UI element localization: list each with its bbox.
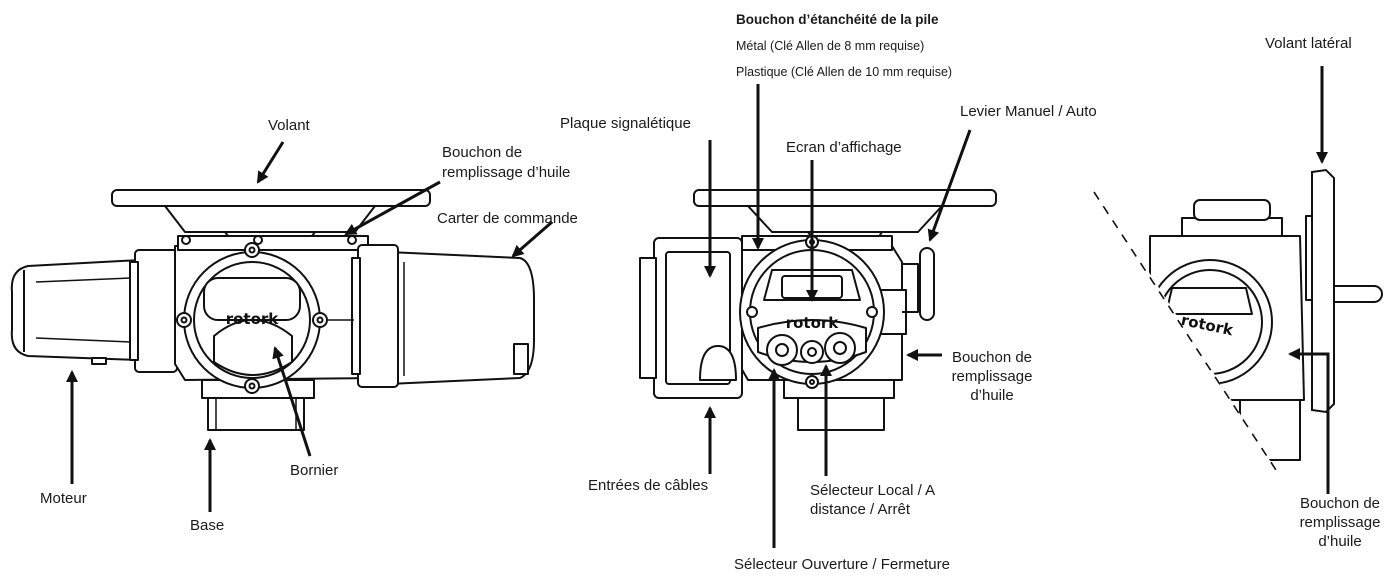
label-base: Base bbox=[190, 517, 225, 534]
selector-knobs bbox=[766, 332, 856, 366]
side-handwheel bbox=[1311, 168, 1335, 414]
motor bbox=[10, 259, 141, 365]
label-oil-fill-3-line2: remplissage bbox=[1299, 514, 1381, 531]
label-oil-fill-3-line1: Bouchon de bbox=[1299, 495, 1381, 512]
label-oil-fill-1-line1: Bouchon de bbox=[442, 144, 523, 161]
handwheel-front bbox=[693, 189, 997, 245]
brand-logo-side: rotork bbox=[226, 310, 280, 328]
brand-logo-front: rotork bbox=[786, 314, 840, 332]
actuator-front-view bbox=[639, 189, 997, 431]
label-oil-fill-2-line1: Bouchon de bbox=[951, 349, 1033, 366]
actuator-side-handwheel-view bbox=[1147, 199, 1383, 461]
view3-callout-arrows bbox=[1288, 66, 1330, 494]
manual-auto-lever bbox=[902, 247, 935, 321]
label-battery-plastic: Plastique (Clé Allen de 10 mm requise) bbox=[736, 65, 953, 79]
motor-flange-ring bbox=[129, 261, 139, 361]
housing-top-band bbox=[177, 235, 369, 251]
cable-entry-block bbox=[639, 237, 743, 399]
label-carter: Carter de commande bbox=[437, 210, 578, 227]
label-selector-local-line2: distance / Arrêt bbox=[810, 501, 911, 518]
label-moteur: Moteur bbox=[40, 490, 87, 507]
arrow-volant bbox=[256, 141, 285, 184]
label-selector-open: Sélecteur Ouverture / Fermeture bbox=[734, 556, 950, 573]
front-base bbox=[783, 379, 895, 431]
label-levier: Levier Manuel / Auto bbox=[960, 103, 1097, 120]
arrow-bornier bbox=[272, 346, 312, 457]
view1-callout-arrows bbox=[66, 141, 553, 512]
label-battery-title: Bouchon d’étanchéité de la pile bbox=[736, 12, 939, 27]
arrow-oil-fill-1 bbox=[344, 180, 441, 236]
view2-callout-arrows bbox=[704, 84, 972, 548]
label-bornier: Bornier bbox=[290, 462, 339, 479]
label-volant-lateral: Volant latéral bbox=[1265, 35, 1352, 52]
label-oil-fill-2-line3: d’huile bbox=[970, 387, 1014, 404]
arrow-levier bbox=[927, 129, 972, 242]
cutaway-line bbox=[1093, 191, 1277, 471]
label-oil-fill-1-line2: remplissage d’huile bbox=[442, 164, 571, 181]
control-cover bbox=[351, 244, 535, 388]
label-battery-metal: Métal (Clé Allen de 8 mm requise) bbox=[736, 39, 925, 53]
label-plaque: Plaque signalétique bbox=[560, 115, 691, 132]
arrow-carter bbox=[511, 220, 553, 258]
arrow-oil-fill-3 bbox=[1288, 348, 1330, 494]
label-volant: Volant bbox=[268, 117, 310, 134]
label-oil-fill-3-line3: d’huile bbox=[1318, 533, 1362, 550]
label-selector-local-line1: Sélecteur Local / A bbox=[810, 482, 936, 499]
label-oil-fill-2-line2: remplissage bbox=[951, 368, 1033, 385]
label-ecran: Ecran d’affichage bbox=[786, 139, 902, 156]
label-entrees: Entrées de câbles bbox=[588, 477, 709, 494]
motor-flange bbox=[134, 249, 178, 373]
